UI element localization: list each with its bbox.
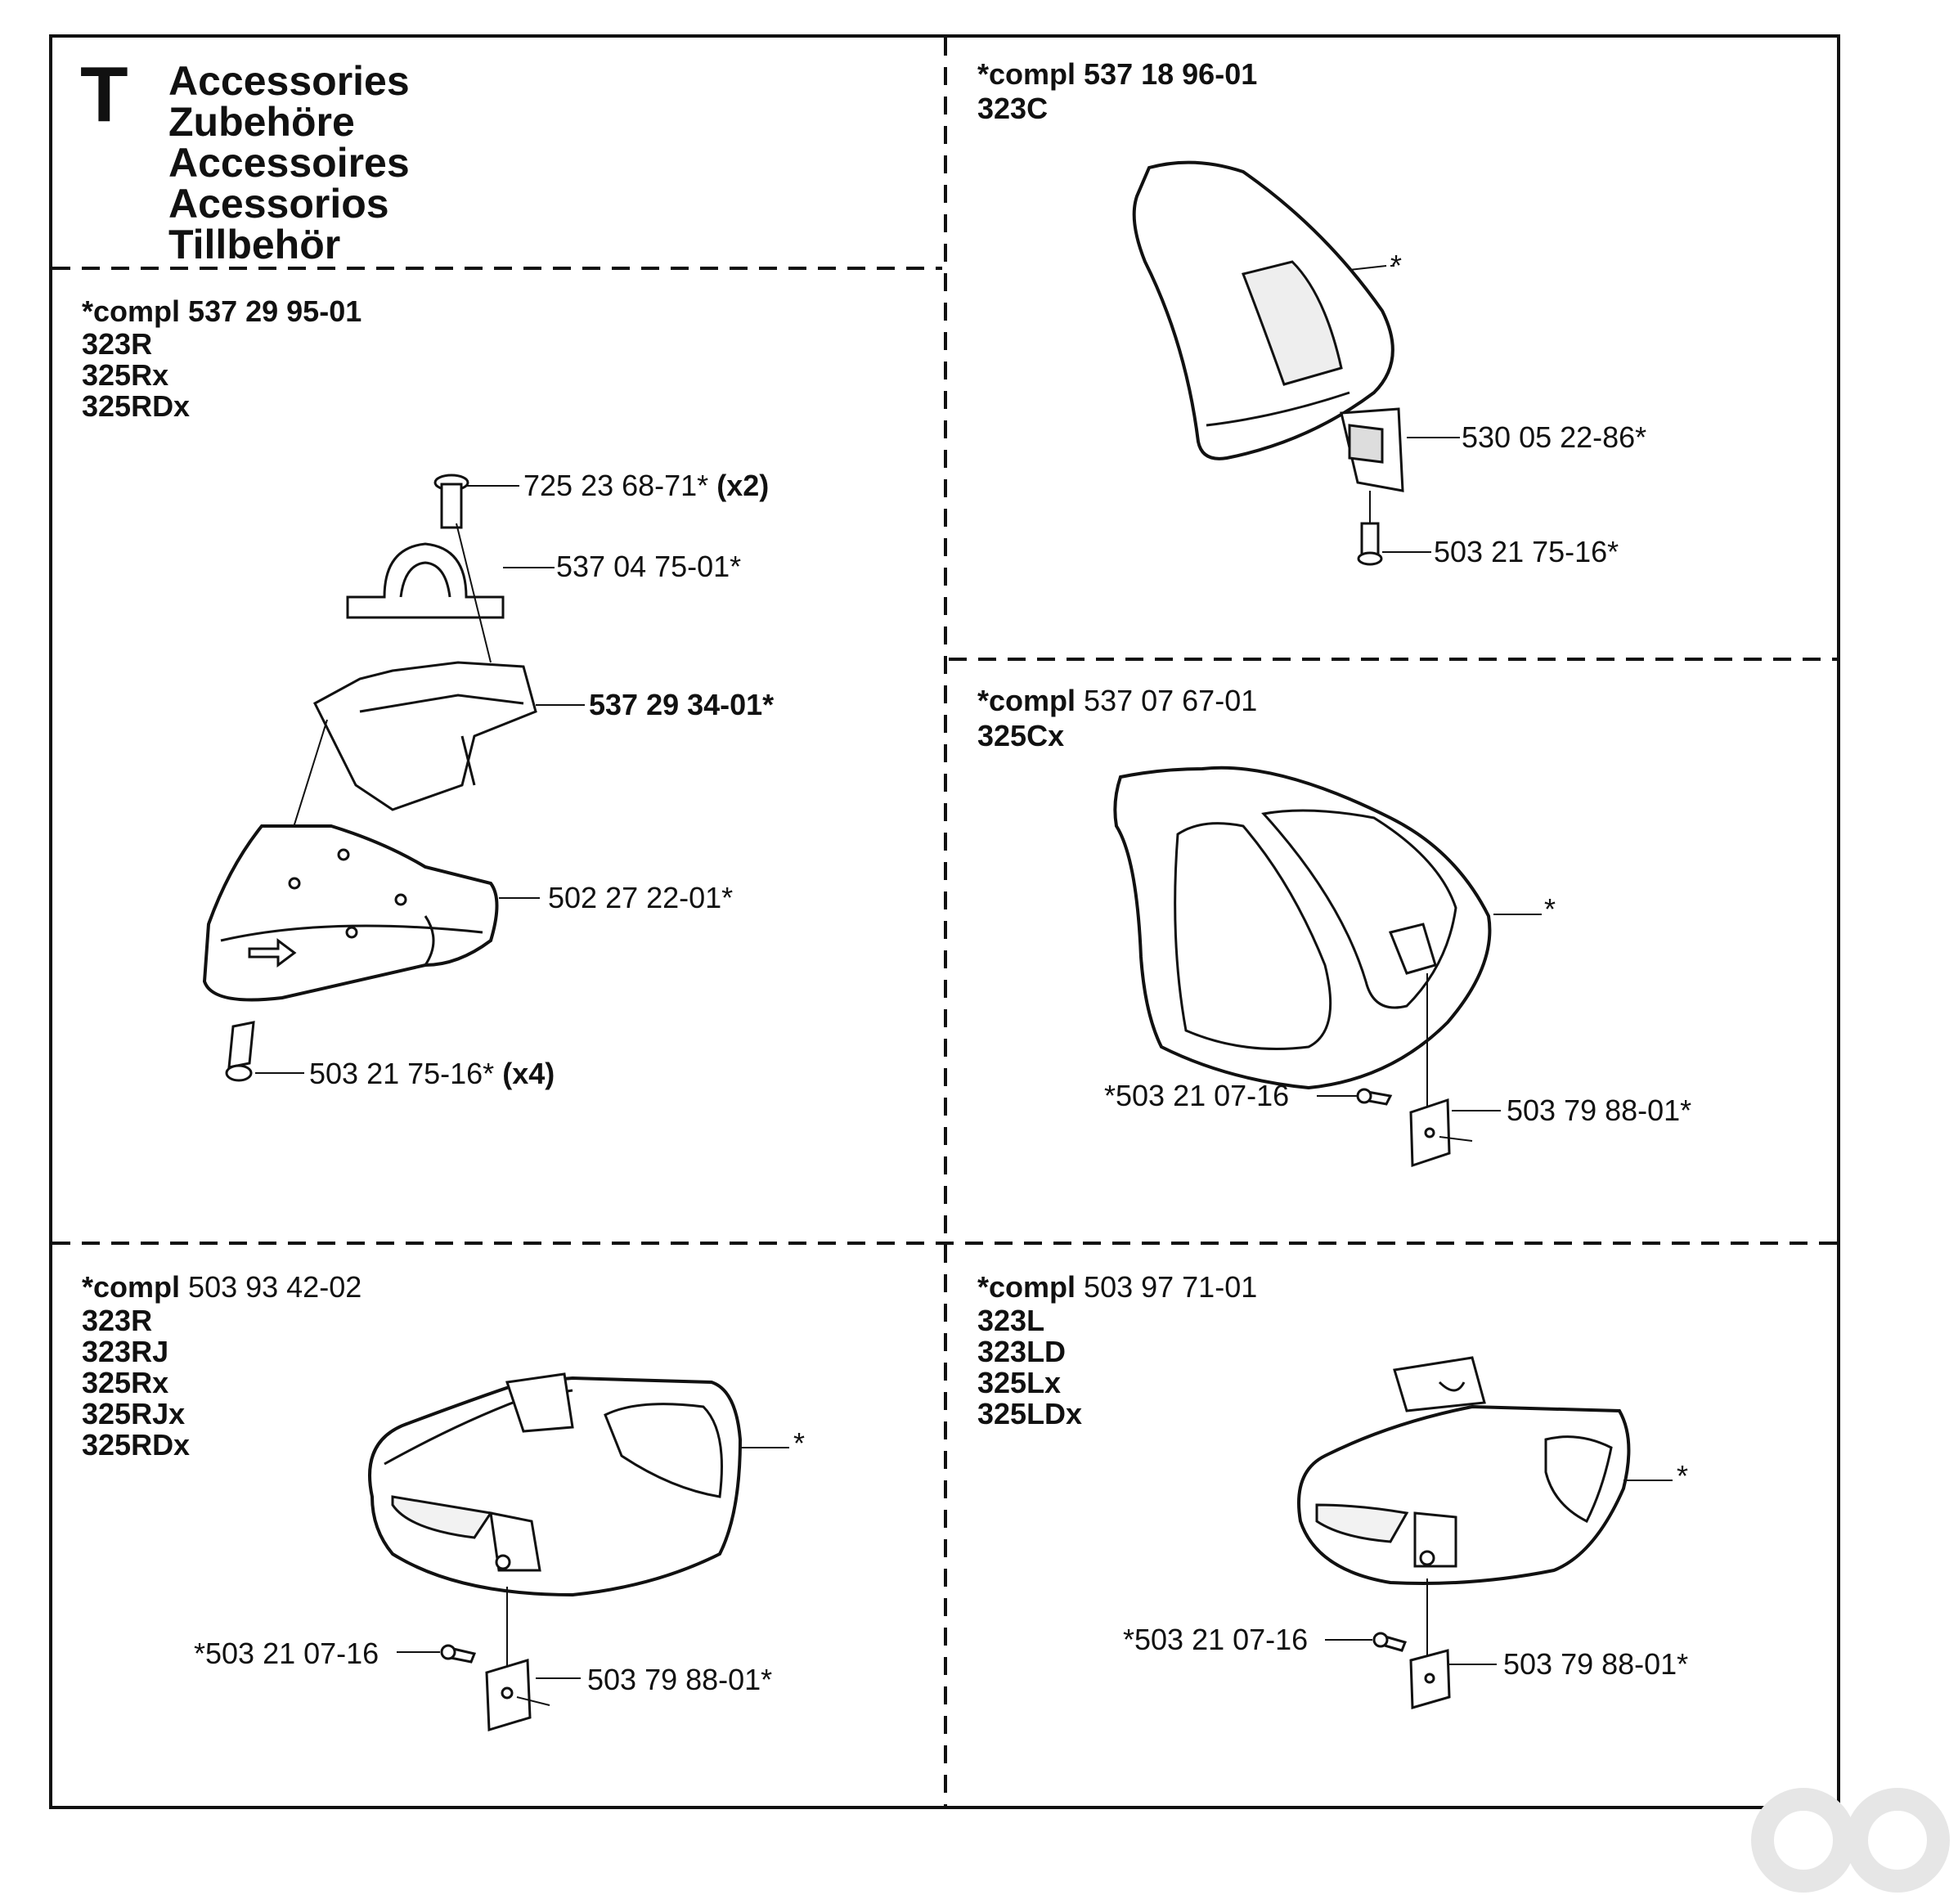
model-323rj: 323RJ [82,1335,169,1368]
assembly-537-29-95-01-drawing [202,474,585,1082]
diagram-frame [49,34,1840,1809]
part-530-05-22-86: 530 05 22-86* [1462,420,1647,454]
compl-header-middle-left: *compl 537 29 95-01 [82,294,362,328]
model-325cx: 325Cx [977,719,1065,752]
part-503-21-07-16-middle-right: *503 21 07-16 [1104,1079,1290,1112]
part-537-29-34-01: 537 29 34-01* [589,688,775,721]
compl-header-bottom-right: *compl 503 97 71-01 [977,1270,1258,1304]
part-503-21-75-16-top-right: 503 21 75-16* [1434,535,1619,568]
compl-header-middle-right: *compl 537 07 67-01 [977,684,1258,717]
panel-dividers [52,38,1837,1806]
model-325rx: 325Rx [82,358,169,392]
model-325rdx: 325RDx [82,389,191,423]
model-325lx: 325Lx [977,1366,1062,1399]
compl-header-top-right: *compl 537 18 96-01 [977,57,1258,91]
model-325ldx: 325LDx [977,1397,1083,1430]
part-503-79-88-01-middle-right: 503 79 88-01* [1507,1093,1692,1127]
part-503-79-88-01-bottom-right: 503 79 88-01* [1503,1647,1689,1681]
part-537-04-75-01: 537 04 75-01* [556,550,742,583]
title-pt: Acessorios [168,181,389,227]
part-503-21-07-16-bottom-left: *503 21 07-16 [194,1637,379,1670]
part-503-21-07-16-bottom-right: *503 21 07-16 [1123,1623,1309,1656]
guard-503-97-71-01-drawing [1297,1356,1673,1709]
callout-star-middle-right: * [1544,892,1556,926]
corner-logo [1751,1788,1950,1893]
model-323r: 323R [82,327,153,361]
callout-star-bottom-left: * [793,1426,806,1460]
model-323ld: 323LD [977,1335,1067,1368]
title-de: Zubehöre [168,99,355,145]
model-325rdx-bottom: 325RDx [82,1428,191,1462]
callout-star-bottom-right: * [1677,1459,1689,1493]
compl-header-bottom-left: *compl 503 93 42-02 [82,1270,362,1304]
model-325rx-bottom: 325Rx [82,1366,169,1399]
guard-323c-drawing [1132,160,1460,566]
model-325rjx: 325RJx [82,1397,186,1430]
title-en: Accessories [168,58,410,104]
title-sv: Tillbehör [168,222,341,267]
guard-503-93-42-02-drawing [368,1372,789,1731]
section-letter: T [80,51,128,138]
part-502-27-22-01: 502 27 22-01* [548,881,734,914]
model-323c: 323C [977,92,1049,125]
part-725-23-68-71: 725 23 68-71* (x2) [523,469,770,502]
model-323r-bottom: 323R [82,1304,153,1337]
part-503-79-88-01-bottom-left: 503 79 88-01* [587,1663,773,1696]
model-323l: 323L [977,1304,1045,1337]
callout-star-top-right: * [1390,249,1403,282]
part-503-21-75-16-middle-left: 503 21 75-16* (x4) [309,1057,555,1090]
title-fr: Accessoires [168,140,410,186]
guard-325cx-drawing [1113,766,1542,1168]
